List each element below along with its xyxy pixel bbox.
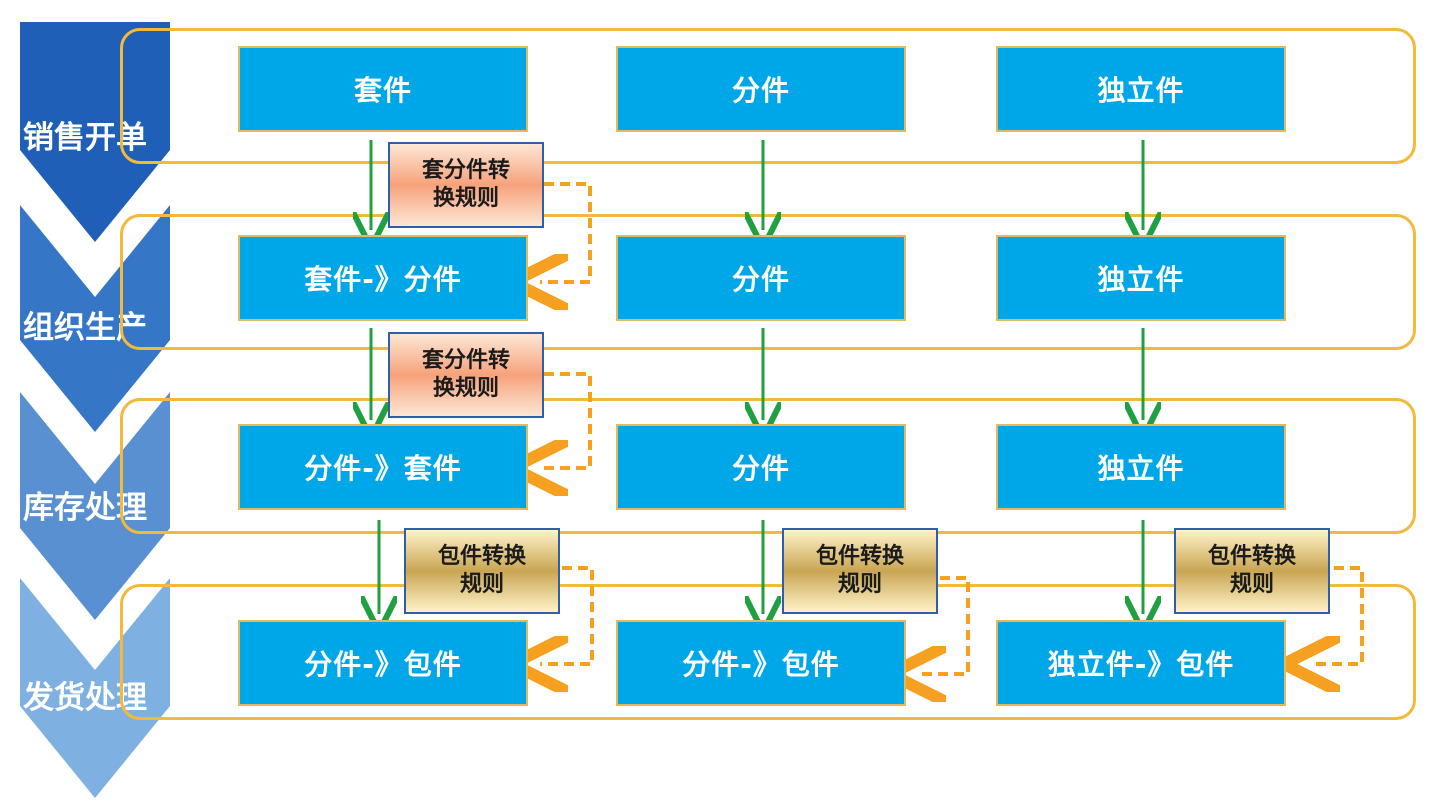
box-shipping-part-to-package-2: 分件-》包件 <box>616 620 906 706</box>
chevron-sales <box>20 22 170 242</box>
rule-connector-5 <box>1312 566 1364 664</box>
rule-text-line2: 规则 <box>837 572 882 597</box>
box-inventory-part-to-suite: 分件-》套件 <box>238 424 528 510</box>
rule-suite-split-1: 套分件转 换规则 <box>388 142 544 228</box>
box-production-part: 分件 <box>616 235 906 321</box>
rule-text-line2: 换规则 <box>432 376 499 401</box>
rule-text-line1: 套分件转 <box>421 158 510 183</box>
lane-inventory <box>120 398 1416 534</box>
rule-connector-1 <box>540 182 592 282</box>
rule-text-line1: 套分件转 <box>421 348 510 373</box>
lane-shipping <box>120 584 1416 720</box>
rule-text-line1: 包件转换 <box>437 544 526 569</box>
chevron-shipping <box>20 578 170 798</box>
rule-connector-4 <box>918 576 970 674</box>
rule-package-2: 包件转换 规则 <box>782 528 938 614</box>
rule-text-line2: 换规则 <box>432 186 499 211</box>
rule-connector-3 <box>540 566 594 664</box>
chevron-inventory <box>20 392 170 620</box>
rule-connector-2 <box>540 372 592 468</box>
box-shipping-standalone-to-package: 独立件-》包件 <box>996 620 1286 706</box>
box-sales-suite: 套件 <box>238 46 528 132</box>
box-sales-standalone: 独立件 <box>996 46 1286 132</box>
rule-text-line1: 包件转换 <box>1207 544 1296 569</box>
box-shipping-part-to-package: 分件-》包件 <box>238 620 528 706</box>
lane-sales <box>120 28 1416 164</box>
rule-text-line2: 规则 <box>1229 572 1274 597</box>
box-production-suite-to-part: 套件-》分件 <box>238 235 528 321</box>
box-inventory-standalone: 独立件 <box>996 424 1286 510</box>
rule-suite-split-2: 套分件转 换规则 <box>388 332 544 418</box>
rule-text-line1: 包件转换 <box>815 544 904 569</box>
rule-package-3: 包件转换 规则 <box>1174 528 1330 614</box>
box-inventory-part: 分件 <box>616 424 906 510</box>
rule-text-line2: 规则 <box>459 572 504 597</box>
rule-package-1: 包件转换 规则 <box>404 528 560 614</box>
box-production-standalone: 独立件 <box>996 235 1286 321</box>
chevron-production <box>20 205 170 432</box>
box-sales-part: 分件 <box>616 46 906 132</box>
